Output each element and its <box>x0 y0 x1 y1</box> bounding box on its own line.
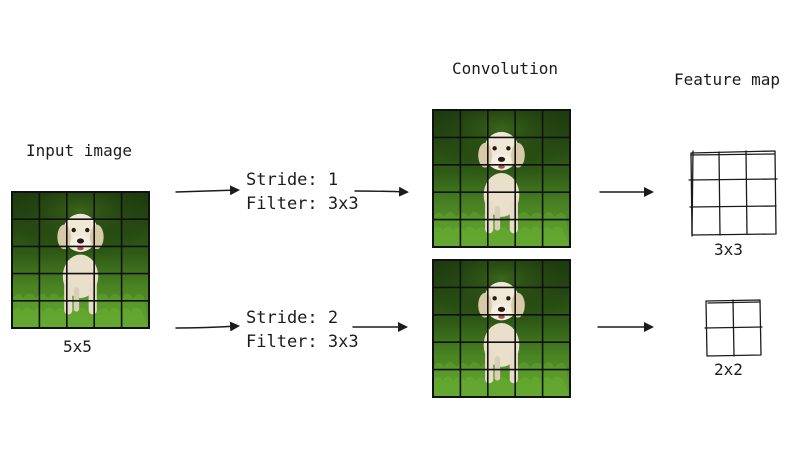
feature-map-title: Feature map <box>674 70 780 89</box>
input-size-label: 5x5 <box>63 337 92 356</box>
input-image-border <box>11 191 150 329</box>
path-2-params: Stride: 2 Filter: 3x3 <box>246 306 359 354</box>
conv-1-border <box>432 109 571 248</box>
stride-1-label: Stride: 1 <box>246 170 339 190</box>
convolution-image-stride-1 <box>432 109 571 248</box>
stride-2-label: Stride: 2 <box>246 308 339 328</box>
dog-photo-input <box>12 192 149 328</box>
dog-photo-conv-2 <box>433 260 570 397</box>
input-image-title: Input image <box>26 141 132 160</box>
filter-2-label: Filter: 3x3 <box>246 332 359 352</box>
input-image <box>11 191 150 329</box>
feature-map-2x2 <box>704 299 763 357</box>
conv-grid-1 <box>433 110 570 247</box>
input-grid <box>12 192 149 328</box>
filter-1-label: Filter: 3x3 <box>246 194 359 214</box>
convolution-image-stride-2 <box>432 259 571 398</box>
output-2x2-label: 2x2 <box>714 360 743 379</box>
path-1-params: Stride: 1 Filter: 3x3 <box>246 168 359 216</box>
feature-map-3x3 <box>688 150 778 237</box>
dog-photo-conv-1 <box>433 110 570 247</box>
output-3x3-label: 3x3 <box>714 240 743 259</box>
arrow-stride-1-to-conv <box>354 186 409 197</box>
convolution-title: Convolution <box>452 59 558 78</box>
arrow-input-to-stride-1 <box>175 185 240 196</box>
conv-grid-2 <box>433 260 570 397</box>
arrow-input-to-stride-2 <box>175 321 240 332</box>
conv-2-border <box>432 259 571 398</box>
